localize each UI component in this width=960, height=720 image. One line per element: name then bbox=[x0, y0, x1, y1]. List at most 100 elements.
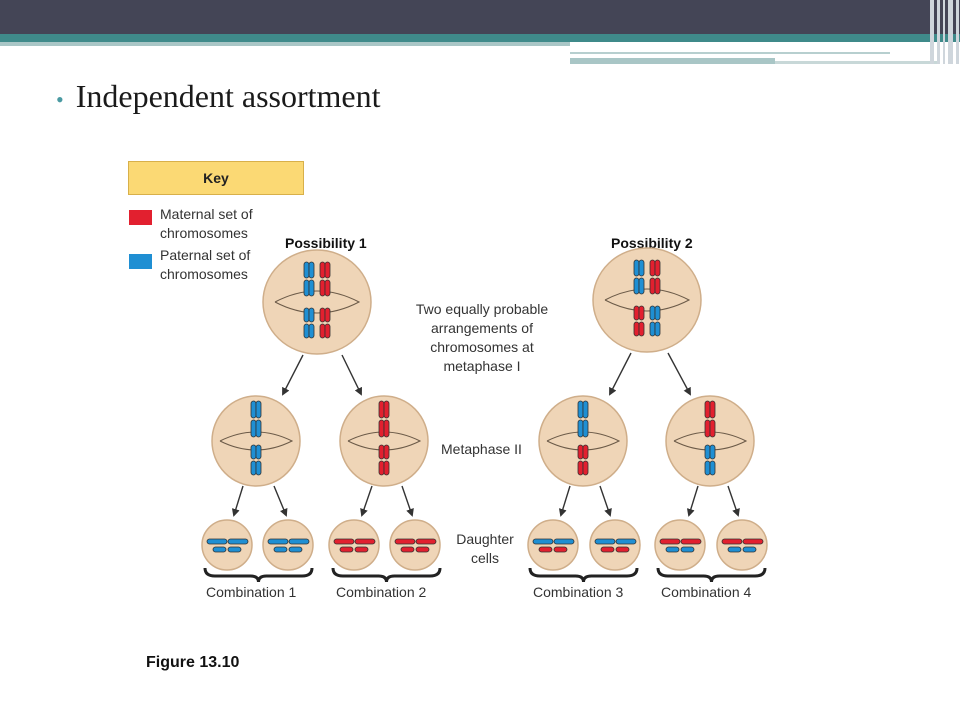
m1-1-chrom-bot-left-top-a bbox=[303, 307, 310, 323]
daughter-8-chrom-3-a bbox=[727, 546, 742, 553]
paternal-swatch bbox=[129, 254, 152, 269]
m1-2-chrom-bot-right-top-b bbox=[654, 305, 661, 321]
metaphase2-3-chrom-bot-bot-b bbox=[582, 460, 589, 476]
maternal-label: Maternal set of chromosomes bbox=[160, 206, 253, 241]
metaphase2-2-chrom-top-bot-a bbox=[378, 419, 385, 438]
brace-combination-2 bbox=[331, 567, 442, 583]
metaphase2-1-chrom-bot-bot-a bbox=[250, 460, 257, 476]
paternal-label: Paternal set of chromosomes bbox=[160, 247, 251, 282]
m1-1-chrom-top-right-bot-b bbox=[324, 279, 331, 297]
metaphase2-2-chrom-bot-bot-b bbox=[383, 460, 390, 476]
metaphase1-cell-1 bbox=[262, 249, 372, 355]
daughter-3-chrom-3-a bbox=[339, 546, 354, 553]
metaphase1-spindle-2 bbox=[604, 288, 691, 312]
arrow-m2-1-right bbox=[273, 485, 288, 517]
daughter-2-chrom-2-a bbox=[288, 538, 310, 545]
arrow-p1-right bbox=[341, 354, 362, 396]
slide-title: •Independent assortment bbox=[56, 78, 381, 114]
m1-1-chrom-bot-left-top-b bbox=[308, 307, 315, 323]
metaphase2-3-chrom-top-bot-b bbox=[582, 419, 589, 438]
metaphase2-1-chrom-top-bot-a bbox=[250, 419, 257, 438]
metaphase2-2-chrom-bot-bot-a bbox=[378, 460, 385, 476]
daughter-6-chrom-2-a bbox=[615, 538, 637, 545]
key-header: Key bbox=[128, 161, 304, 195]
arrow-m2-2-left bbox=[360, 485, 373, 517]
m1-1-chrom-top-left-bot-b bbox=[308, 279, 315, 297]
daughter-6-chrom-1-a bbox=[594, 538, 616, 545]
daughter-1-chrom-3-a bbox=[212, 546, 227, 553]
m1-1-chrom-top-right-bot-a bbox=[319, 279, 326, 297]
m1-1-chrom-bot-left-bot-b bbox=[308, 323, 315, 339]
daughter-2-chrom-4-a bbox=[288, 546, 303, 553]
metaphase2-4-chrom-top-bot-a bbox=[704, 419, 711, 438]
m1-2-chrom-top-left-bot-b bbox=[638, 277, 645, 295]
m1-2-chrom-top-left-top-a bbox=[633, 259, 640, 277]
brace-combination-4 bbox=[656, 567, 767, 583]
daughter-5-chrom-4-a bbox=[553, 546, 568, 553]
metaphase2-3-chrom-bot-bot-a bbox=[577, 460, 584, 476]
metaphase2-annotation: Metaphase II bbox=[441, 441, 522, 457]
metaphase2-3-chrom-top-bot-a bbox=[577, 419, 584, 438]
metaphase1-cell-2 bbox=[592, 247, 702, 353]
figure-label: Figure 13.10 bbox=[146, 654, 240, 671]
arrow-p1-left bbox=[282, 354, 304, 396]
metaphase2-4-spindle bbox=[673, 431, 748, 451]
arrow-m2-3-left bbox=[558, 485, 571, 517]
metaphase2-4-chrom-top-top-a bbox=[704, 400, 711, 419]
combination-1-label: Combination 1 bbox=[206, 584, 297, 600]
daughter-6-chrom-4-a bbox=[615, 546, 630, 553]
metaphase2-2-cell bbox=[339, 395, 429, 487]
metaphase2-1-chrom-bot-bot-b bbox=[255, 460, 262, 476]
daughter-annotation: Daughter cells bbox=[456, 531, 514, 566]
metaphase2-1-spindle bbox=[219, 431, 294, 451]
daughter-1-chrom-2-a bbox=[227, 538, 249, 545]
daughter-8-chrom-4-a bbox=[742, 546, 757, 553]
daughter-7-chrom-1-a bbox=[659, 538, 681, 545]
daughter-7-chrom-2-a bbox=[680, 538, 702, 545]
m1-2-chrom-top-right-bot-b bbox=[654, 277, 661, 295]
m1-1-chrom-top-left-bot-a bbox=[303, 279, 310, 297]
metaphase1-spindle-1 bbox=[274, 290, 361, 314]
daughter-8-cell bbox=[716, 519, 768, 571]
metaphase2-2-chrom-top-top-b bbox=[383, 400, 390, 419]
m1-2-chrom-top-left-bot-a bbox=[633, 277, 640, 295]
m1-1-chrom-bot-right-top-b bbox=[324, 307, 331, 323]
metaphase2-1-chrom-top-bot-b bbox=[255, 419, 262, 438]
maternal-swatch bbox=[129, 210, 152, 225]
metaphase2-3-chrom-bot-top-a bbox=[577, 444, 584, 460]
daughter-5-chrom-1-a bbox=[532, 538, 554, 545]
header-decoration bbox=[0, 0, 960, 64]
metaphase2-4-chrom-bot-bot-b bbox=[709, 460, 716, 476]
metaphase2-1-chrom-top-top-a bbox=[250, 400, 257, 419]
metaphase2-4-chrom-top-top-b bbox=[709, 400, 716, 419]
brace-combination-1 bbox=[203, 567, 314, 583]
daughter-2-chrom-1-a bbox=[267, 538, 289, 545]
daughter-5-chrom-2-a bbox=[553, 538, 575, 545]
arrow-m2-2-right bbox=[401, 485, 414, 517]
m1-1-chrom-top-left-top-a bbox=[303, 261, 310, 279]
daughter-4-chrom-4-a bbox=[415, 546, 430, 553]
metaphase1-annotation: Two equally probable arrangements of chr… bbox=[415, 301, 549, 374]
m1-1-chrom-top-right-top-b bbox=[324, 261, 331, 279]
metaphase2-4-chrom-bot-top-a bbox=[704, 444, 711, 460]
metaphase2-4-chrom-bot-bot-a bbox=[704, 460, 711, 476]
metaphase2-2-chrom-bot-top-b bbox=[383, 444, 390, 460]
metaphase2-1-chrom-bot-top-a bbox=[250, 444, 257, 460]
m1-2-chrom-top-left-top-b bbox=[638, 259, 645, 277]
daughter-6-chrom-3-a bbox=[600, 546, 615, 553]
metaphase2-3-spindle bbox=[546, 431, 621, 451]
m1-1-chrom-top-right-top-a bbox=[319, 261, 326, 279]
m1-2-chrom-top-right-top-b bbox=[654, 259, 661, 277]
metaphase2-4-cell bbox=[665, 395, 755, 487]
m1-2-chrom-bot-left-bot-a bbox=[633, 321, 640, 337]
metaphase2-4-chrom-top-bot-b bbox=[709, 419, 716, 438]
daughter-2-cell bbox=[262, 519, 314, 571]
metaphase2-2-chrom-bot-top-a bbox=[378, 444, 385, 460]
metaphase2-1-chrom-bot-top-b bbox=[255, 444, 262, 460]
arrow-p2-right bbox=[667, 352, 691, 396]
m1-1-chrom-bot-right-bot-b bbox=[324, 323, 331, 339]
daughter-4-chrom-3-a bbox=[400, 546, 415, 553]
m1-2-chrom-top-right-top-a bbox=[649, 259, 656, 277]
